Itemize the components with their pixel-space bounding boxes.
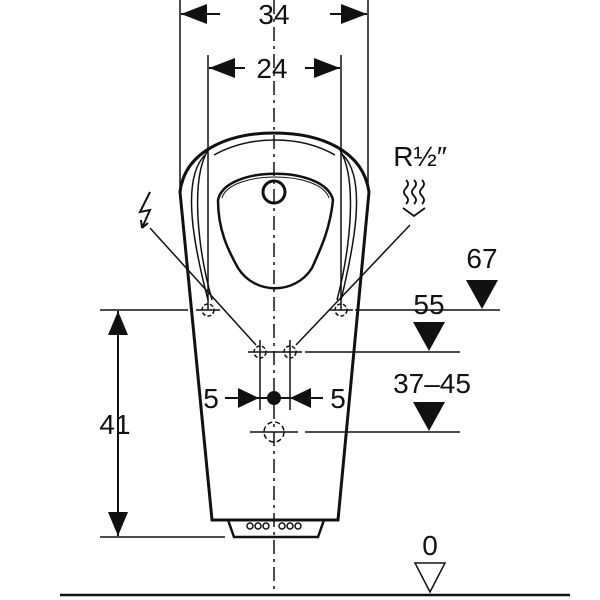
- electric-leader: [149, 227, 257, 346]
- level-67: 67: [355, 243, 500, 311]
- dim-24-label: 24: [256, 53, 287, 84]
- level-37-45: 37–45: [305, 368, 471, 433]
- level-37-45-label: 37–45: [393, 368, 471, 399]
- connection-points: [196, 303, 353, 443]
- urinal-body: [178, 131, 371, 539]
- dim-5-left: 5: [203, 383, 219, 414]
- dim-5-right: 5: [330, 383, 346, 414]
- water-supply-icon: [402, 179, 426, 218]
- lightning-icon: [138, 191, 152, 229]
- dimension-41: 41: [99, 309, 225, 538]
- dim-41-label: 41: [99, 409, 130, 440]
- dimension-5-5: 5 5: [203, 383, 346, 414]
- level-55-label: 55: [413, 289, 444, 320]
- outlet-circle: [261, 179, 287, 205]
- level-55: 55: [305, 289, 460, 353]
- pipe-thread-label: R½″: [393, 141, 447, 172]
- dim-34-label: 34: [258, 0, 289, 30]
- level-67-label: 67: [466, 243, 497, 274]
- water-leader: [295, 224, 411, 346]
- dimension-24: 24: [207, 53, 342, 310]
- dimension-34: 34: [179, 0, 369, 190]
- floor-level: 0: [60, 530, 570, 597]
- floor-level-label: 0: [422, 530, 438, 561]
